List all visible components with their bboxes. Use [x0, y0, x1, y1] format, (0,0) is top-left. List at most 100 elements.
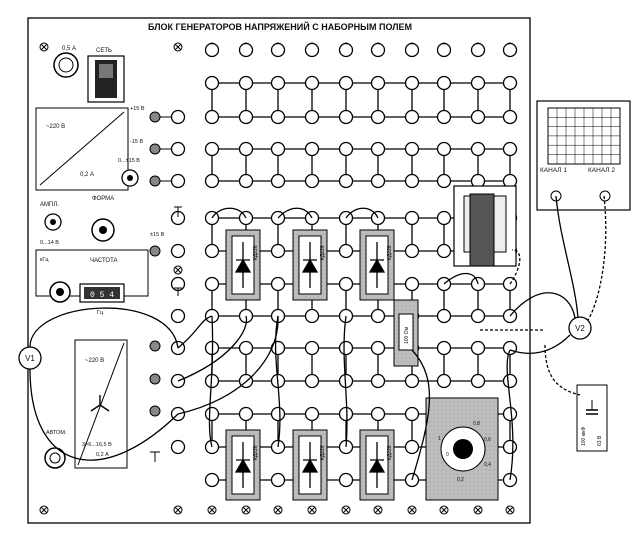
socket[interactable] [436, 109, 452, 125]
socket[interactable] [338, 42, 354, 58]
socket[interactable] [370, 340, 386, 356]
socket[interactable] [436, 308, 452, 324]
socket[interactable] [370, 173, 386, 189]
socket[interactable] [470, 308, 486, 324]
socket[interactable] [204, 472, 220, 488]
freq-knob[interactable] [49, 281, 71, 303]
socket[interactable] [270, 42, 286, 58]
socket[interactable] [502, 141, 518, 157]
socket[interactable] [270, 406, 286, 422]
socket[interactable] [238, 75, 254, 91]
socket[interactable] [370, 141, 386, 157]
socket[interactable] [170, 439, 186, 455]
socket[interactable] [238, 173, 254, 189]
socket[interactable] [404, 276, 420, 292]
socket[interactable] [502, 340, 518, 356]
socket[interactable] [238, 109, 254, 125]
socket[interactable] [204, 109, 220, 125]
socket[interactable] [370, 109, 386, 125]
socket[interactable] [436, 141, 452, 157]
socket[interactable] [238, 406, 254, 422]
socket[interactable] [370, 75, 386, 91]
socket[interactable] [404, 109, 420, 125]
socket[interactable] [470, 340, 486, 356]
socket[interactable] [238, 141, 254, 157]
socket[interactable] [404, 42, 420, 58]
socket[interactable] [502, 406, 518, 422]
socket[interactable] [404, 141, 420, 157]
socket[interactable] [238, 42, 254, 58]
socket[interactable] [470, 75, 486, 91]
socket[interactable] [304, 173, 320, 189]
forma-knob[interactable] [91, 218, 115, 242]
socket[interactable] [404, 373, 420, 389]
socket[interactable] [304, 340, 320, 356]
socket[interactable] [404, 243, 420, 259]
socket[interactable] [170, 141, 186, 157]
mains-switch[interactable]: СЕТЬ [87, 48, 125, 103]
socket[interactable] [404, 439, 420, 455]
adj-knob[interactable] [121, 169, 139, 187]
socket[interactable] [270, 243, 286, 259]
socket[interactable] [404, 210, 420, 226]
socket[interactable] [470, 109, 486, 125]
socket[interactable] [238, 340, 254, 356]
socket[interactable] [436, 173, 452, 189]
socket[interactable] [436, 243, 452, 259]
socket[interactable] [370, 406, 386, 422]
socket[interactable] [502, 109, 518, 125]
socket[interactable] [338, 276, 354, 292]
socket[interactable] [204, 276, 220, 292]
socket[interactable] [304, 308, 320, 324]
socket[interactable] [436, 42, 452, 58]
socket[interactable] [304, 109, 320, 125]
fuse-holder[interactable]: 0,5 А [53, 46, 79, 78]
socket[interactable] [436, 75, 452, 91]
socket[interactable] [338, 243, 354, 259]
socket[interactable] [270, 276, 286, 292]
socket[interactable] [270, 141, 286, 157]
socket[interactable] [370, 373, 386, 389]
socket[interactable] [436, 373, 452, 389]
socket[interactable] [304, 141, 320, 157]
socket[interactable] [338, 141, 354, 157]
socket[interactable] [170, 308, 186, 324]
socket[interactable] [338, 340, 354, 356]
socket[interactable] [270, 109, 286, 125]
socket[interactable] [404, 406, 420, 422]
socket[interactable] [470, 141, 486, 157]
socket[interactable] [338, 173, 354, 189]
socket[interactable] [204, 173, 220, 189]
socket[interactable] [270, 173, 286, 189]
socket[interactable] [304, 75, 320, 91]
socket[interactable] [304, 373, 320, 389]
socket[interactable] [338, 109, 354, 125]
socket[interactable] [436, 210, 452, 226]
socket[interactable] [204, 75, 220, 91]
socket[interactable] [404, 173, 420, 189]
socket[interactable] [204, 141, 220, 157]
socket[interactable] [204, 406, 220, 422]
socket[interactable] [370, 308, 386, 324]
socket[interactable] [304, 406, 320, 422]
socket[interactable] [170, 173, 186, 189]
socket[interactable] [502, 42, 518, 58]
socket[interactable] [204, 243, 220, 259]
socket[interactable] [502, 373, 518, 389]
socket[interactable] [370, 42, 386, 58]
socket[interactable] [404, 75, 420, 91]
auto-breaker[interactable] [44, 447, 66, 469]
socket[interactable] [470, 42, 486, 58]
ampl-knob[interactable] [44, 213, 62, 231]
socket[interactable] [338, 75, 354, 91]
socket[interactable] [502, 439, 518, 455]
socket[interactable] [170, 243, 186, 259]
socket[interactable] [170, 109, 186, 125]
socket[interactable] [338, 472, 354, 488]
socket[interactable] [270, 472, 286, 488]
socket[interactable] [304, 42, 320, 58]
socket[interactable] [470, 373, 486, 389]
socket[interactable] [502, 75, 518, 91]
socket[interactable] [436, 340, 452, 356]
socket[interactable] [270, 75, 286, 91]
